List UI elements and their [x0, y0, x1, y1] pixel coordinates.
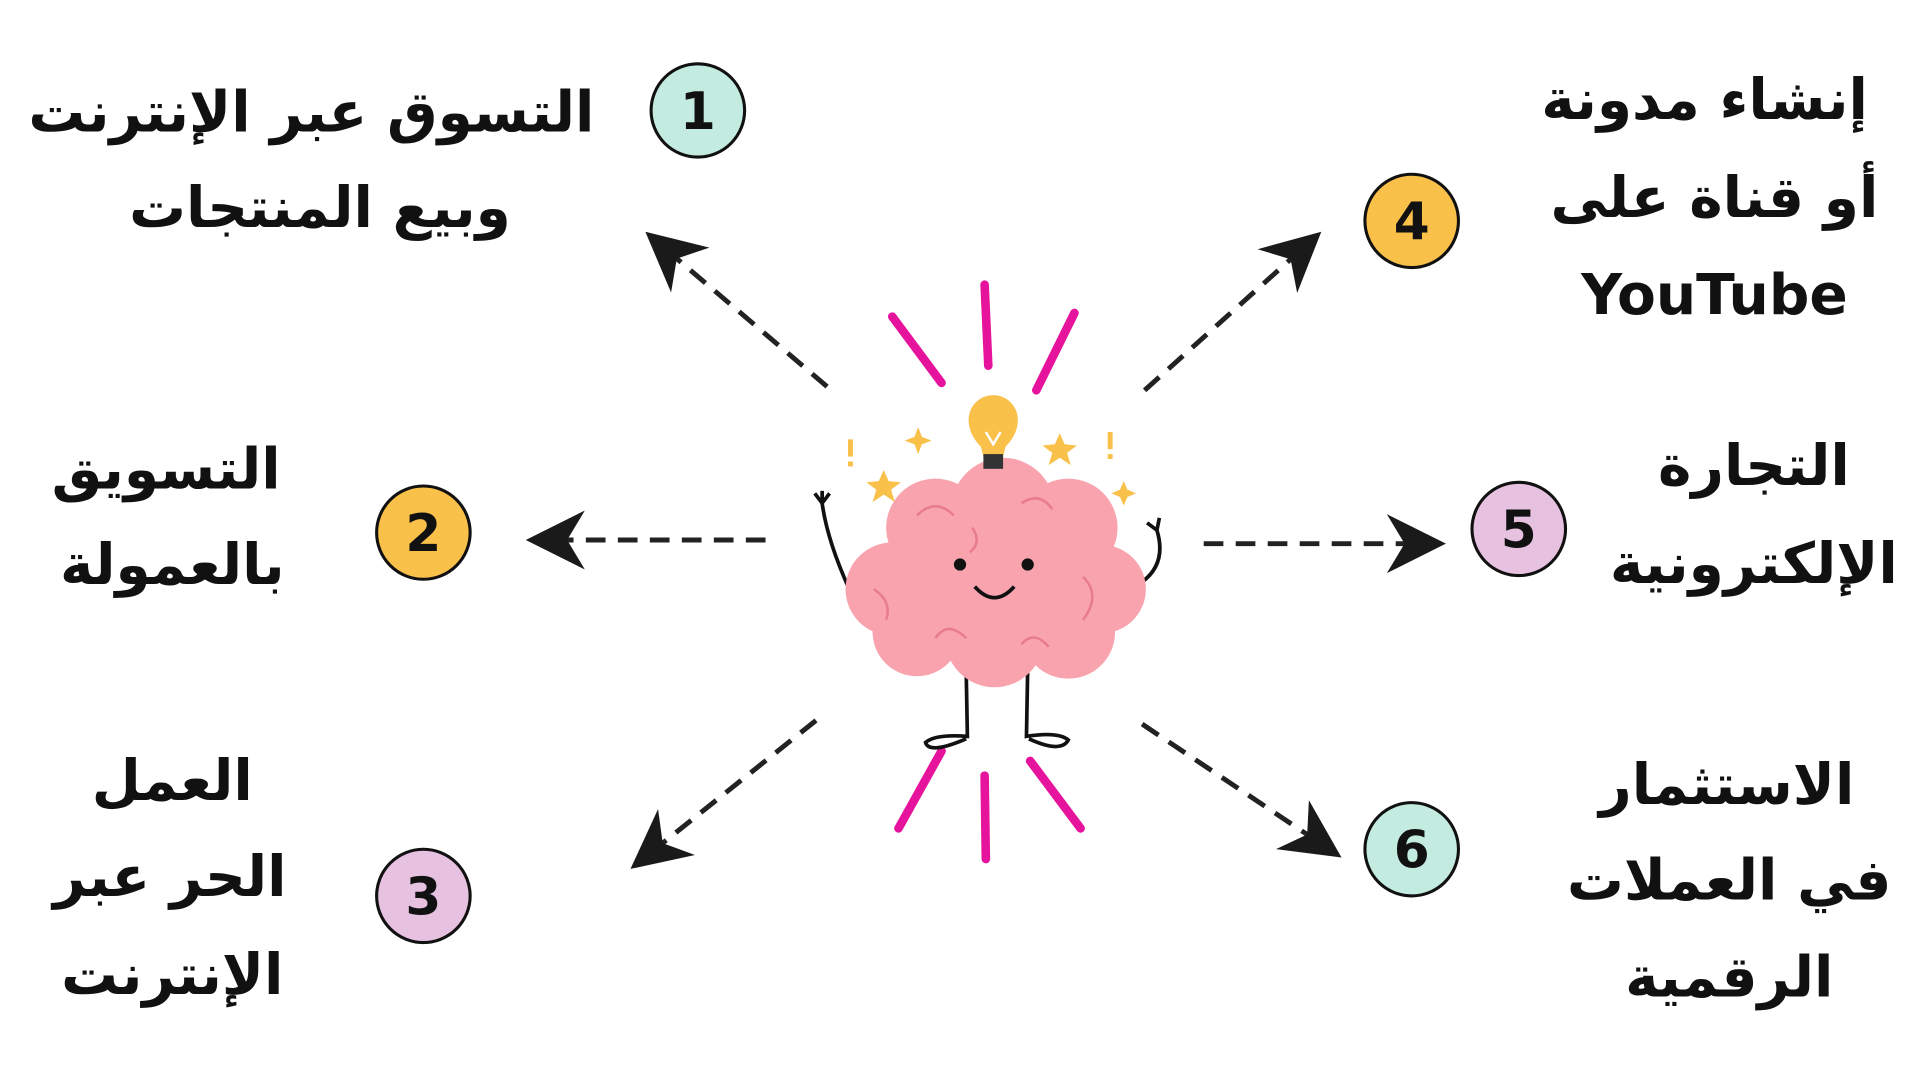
step-2: 2 التسويق بالعمولة: [52, 438, 472, 598]
item-label-line: الإنترنت: [61, 943, 283, 1008]
item-label-line: في العملات: [1567, 849, 1891, 914]
eye-right: [1021, 558, 1034, 571]
arrow-3: [630, 718, 818, 869]
step-5: 5 التجارة الإلكترونية: [1470, 434, 1898, 597]
item-label-line: إنشاء مدونة: [1541, 68, 1868, 133]
item-label-line: التجارة: [1658, 434, 1850, 499]
step-6: 6 الاستثمار في العملات الرقمية: [1363, 753, 1891, 1011]
number-badge: [1363, 172, 1461, 270]
item-label-line: الرقمية: [1625, 946, 1833, 1011]
item-label-line: التسوق عبر الإنترنت: [28, 80, 594, 145]
step-3: 3 العمل الحر عبر الإنترنت: [50, 749, 472, 1008]
arrow-4: [1142, 231, 1322, 393]
item-label-line: التسويق: [52, 438, 281, 503]
item-label-line: وبيع المنتجات: [129, 176, 511, 241]
number-label: 3: [405, 867, 441, 927]
eye-left: [953, 558, 967, 571]
number-badge: [375, 484, 472, 581]
number-badge: [1363, 801, 1461, 898]
item-label-line: الإلكترونية: [1610, 532, 1898, 597]
number-label: 5: [1501, 500, 1537, 560]
number-label: 1: [680, 82, 716, 142]
step-1: 1 التسوق عبر الإنترنت وبيع المنتجات: [28, 62, 747, 241]
magenta-rays: [888, 280, 1085, 864]
arrow-6: [1140, 722, 1342, 858]
brain-character-icon: [813, 457, 1162, 750]
item-label-line: بالعمولة: [60, 533, 285, 598]
sparkle-stars-icon: [848, 427, 1136, 506]
number-badge: [375, 847, 472, 945]
item-label-line: الحر عبر: [50, 845, 286, 910]
item-label-line: العمل: [92, 749, 253, 814]
arrow-1: [645, 231, 829, 389]
arrows: [525, 231, 1446, 869]
number-label: 4: [1394, 192, 1430, 252]
item-label-line: الاستثمار: [1596, 753, 1854, 818]
item-label-line: YouTube: [1580, 263, 1848, 328]
number-badge: [649, 62, 747, 159]
item-label-line: أو قناة على: [1551, 161, 1879, 231]
number-label: 6: [1394, 821, 1430, 881]
step-4: 4 إنشاء مدونة أو قناة على YouTube: [1363, 68, 1879, 328]
smile: [973, 585, 1016, 600]
number-badge: [1470, 480, 1568, 578]
number-label: 2: [405, 504, 441, 564]
lightbulb-icon: [968, 395, 1018, 469]
